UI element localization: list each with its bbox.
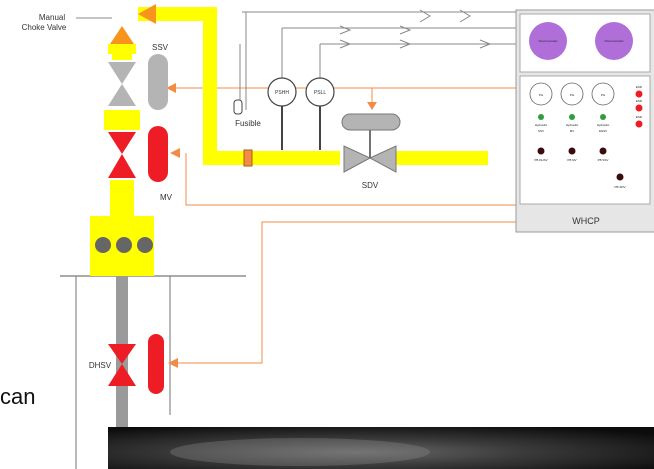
label-sdv: SDV [362,181,379,190]
label-manual-choke-valve-2: Choke Valve [22,23,67,32]
panel-esd-buttons [636,91,643,128]
label-fusible: Fusible [235,119,261,128]
dark-label-3: PB SSV [598,158,609,162]
recorder-2-label: Chart recorder [604,39,623,43]
label-manual-choke-valve-1: Manual [39,13,65,22]
dark-label-1: PB DHSV [534,158,547,162]
manual-choke-valve-icon [110,4,156,44]
fusible-plug-icon [234,100,242,114]
whcp-panel [516,10,654,232]
gauge-sub-1: SSV [538,129,544,133]
esd-label-2: ESD [636,99,643,103]
gauge-sub-3: DHSV [599,129,607,133]
tree-bolts [95,237,153,253]
green-label-3: Hydraulic [597,123,610,127]
label-mv: MV [160,193,173,202]
label-psh: PSHH [275,90,289,96]
dark-label-4: PB SDV [614,185,625,189]
psl-switch-icon [306,78,334,150]
label-whcp: WHCP [572,216,600,226]
gauge-3-label: PG [601,93,606,97]
fusible-plug-marker [244,150,252,166]
green-label-2: Hydraulic [566,123,579,127]
psh-switch-icon [268,78,296,150]
flowline-downstream [394,151,488,165]
gauge-sub-2: MV [570,129,575,133]
sdv-valve-icon [342,114,400,172]
dark-label-2: PB MV [567,158,576,162]
recorder-1-label: Chart recorder [538,39,557,43]
esd-label-3: ESD [636,115,643,119]
mv-valve-icon [108,126,168,182]
label-dhsv: DHSV [89,361,112,370]
green-label-1: Hydraulic [535,123,548,127]
label-ssv: SSV [152,43,169,52]
photo-highlight [170,438,430,466]
ssv-valve-icon [108,54,168,110]
gauge-2-label: PG [570,93,575,97]
esd-label-1: ESD [636,85,643,89]
gauge-1-label: PG [539,93,544,97]
overlay-text: can [0,384,35,410]
label-psl: PSLL [314,90,326,96]
